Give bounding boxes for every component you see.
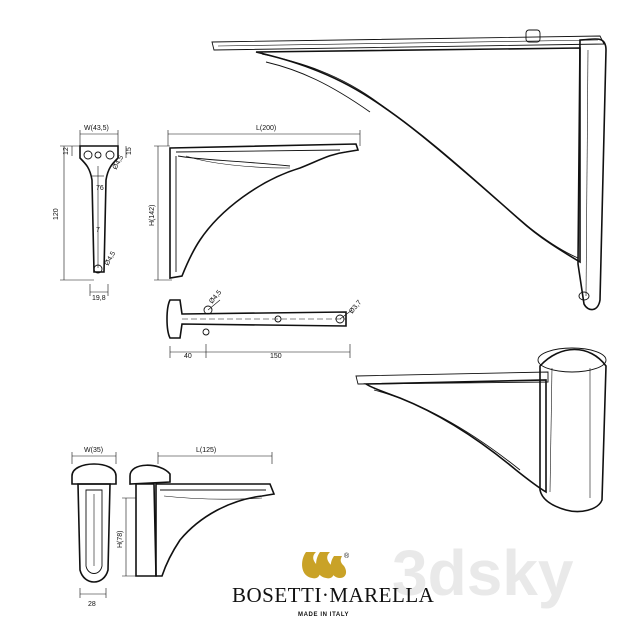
- side-view-small: L(125) H(78): [117, 447, 276, 577]
- dim-front-offset: 12: [63, 147, 70, 155]
- dim-small-side-height: H(78): [117, 530, 124, 548]
- dim-plan-right: 150: [270, 353, 282, 360]
- dim-plan-hole-left: Ø4,5: [208, 289, 223, 305]
- dim-front-width: W(43,5): [84, 125, 109, 132]
- dim-front-mid: 76: [96, 185, 104, 192]
- brand-logo: ® BOSETTI·MARELLA MADE IN ITALY: [232, 552, 435, 618]
- render-small-bracket: [355, 347, 607, 513]
- dim-front-mid2: 7: [96, 227, 100, 234]
- brand-name: BOSETTI·MARELLA: [232, 583, 435, 607]
- dim-front-hole-bottom: Ø4,5: [104, 250, 118, 267]
- render-large-bracket: [211, 29, 607, 311]
- front-view-large: W(43,5) 120 12 15 Ø4,5 Ø4,5 76 7 19,8: [53, 125, 133, 302]
- brand-tagline: MADE IN ITALY: [298, 612, 349, 618]
- side-view-large: L(200) H(142): [149, 125, 361, 281]
- dim-front-right: 15: [126, 147, 133, 155]
- dim-small-front-width: W(35): [84, 447, 103, 454]
- dim-front-bottom-width: 19,8: [92, 295, 106, 302]
- dim-plan-hole-right: Ø3,7: [348, 299, 363, 315]
- dim-front-height: 120: [53, 208, 60, 220]
- front-view-small: W(35) 28: [71, 447, 117, 608]
- watermark-text: 3dsky: [392, 537, 574, 609]
- dim-small-side-length: L(125): [196, 447, 216, 454]
- dim-side-length: L(200): [256, 125, 276, 132]
- registered-mark: ®: [344, 552, 350, 560]
- dim-plan-left: 40: [184, 353, 192, 360]
- plan-view: 40 150 Ø4,5 Ø3,7: [166, 289, 363, 360]
- dim-small-front-bottom: 28: [88, 601, 96, 608]
- brand-emblem-icon: [302, 552, 347, 579]
- dim-side-height: H(142): [149, 205, 156, 226]
